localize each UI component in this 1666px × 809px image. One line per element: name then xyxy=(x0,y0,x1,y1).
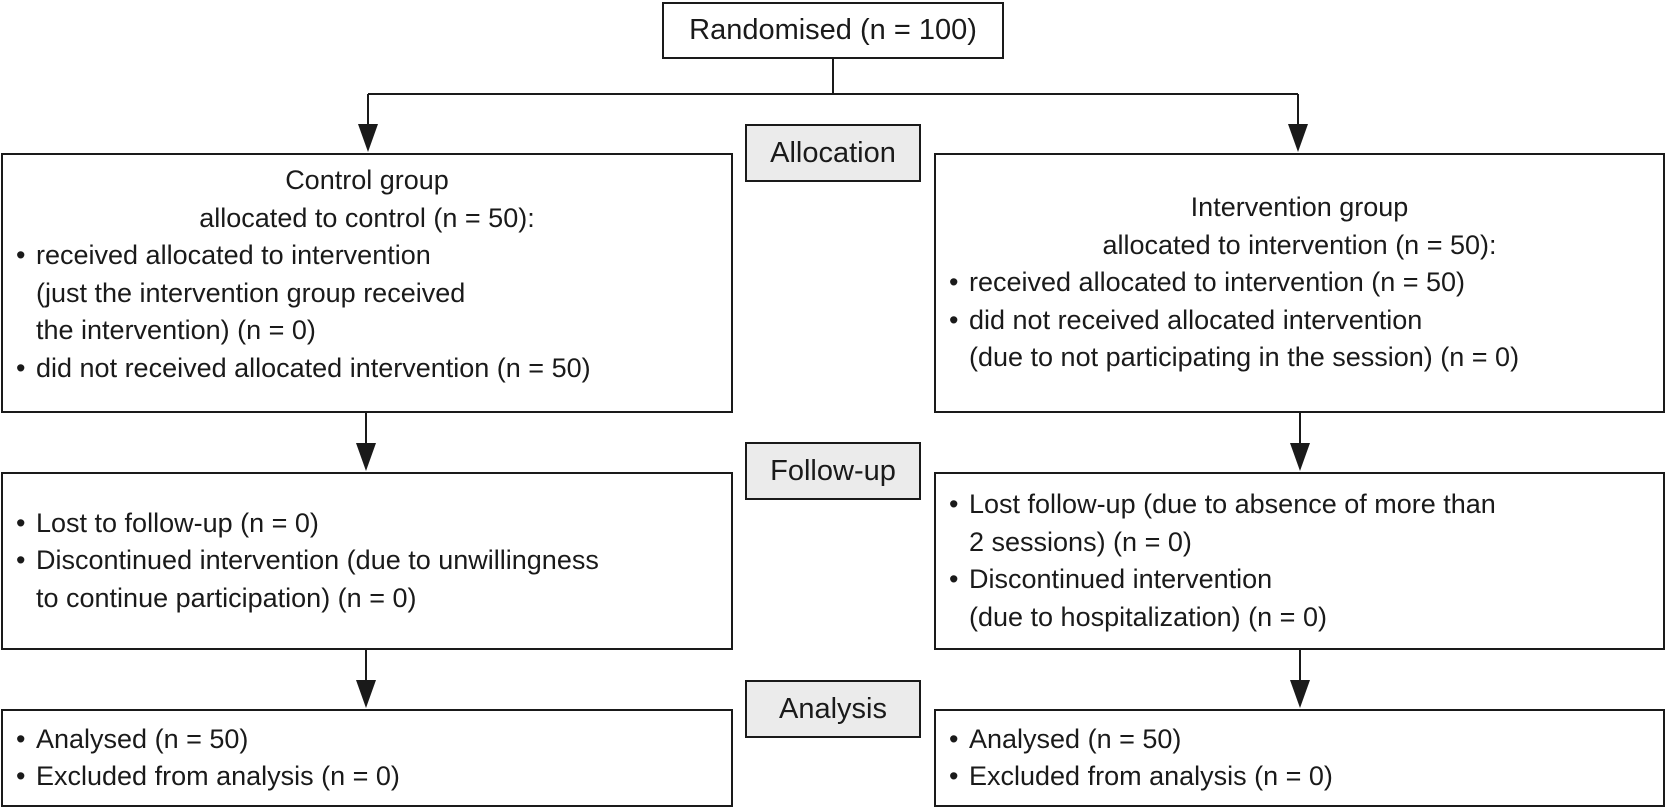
randomised-label: Randomised (n = 100) xyxy=(689,13,977,46)
control-allocation-list: received allocated to intervention (just… xyxy=(3,237,731,387)
list-item: Discontinued intervention (due to hospit… xyxy=(936,561,1663,636)
list-item: Analysed (n = 50) xyxy=(3,721,731,759)
control-group-subtitle: allocated to control (n = 50): xyxy=(199,202,535,233)
stage-allocation-label: Allocation xyxy=(770,136,896,169)
list-item: Excluded from analysis (n = 0) xyxy=(3,758,731,796)
intervention-follow-up-box: Lost follow-up (due to absence of more t… xyxy=(934,472,1665,650)
intervention-analysis-box: Analysed (n = 50) Excluded from analysis… xyxy=(934,709,1665,807)
list-item: Analysed (n = 50) xyxy=(936,721,1663,759)
control-analysis-box: Analysed (n = 50) Excluded from analysis… xyxy=(1,709,733,807)
stage-follow-up-label: Follow-up xyxy=(770,454,896,487)
control-group-title: Control group xyxy=(285,165,449,195)
stage-analysis: Analysis xyxy=(745,680,921,738)
list-item: received allocated to intervention (n = … xyxy=(936,264,1663,302)
list-item: Excluded from analysis (n = 0) xyxy=(936,758,1663,796)
control-analysis-list: Analysed (n = 50) Excluded from analysis… xyxy=(3,721,731,796)
control-follow-up-list: Lost to follow-up (n = 0) Discontinued i… xyxy=(3,505,731,618)
intervention-group-title: Intervention group xyxy=(1190,192,1409,223)
list-item: Lost follow-up (due to absence of more t… xyxy=(936,486,1663,561)
arrowhead xyxy=(1288,124,1308,152)
arrowhead xyxy=(356,443,376,471)
stage-analysis-label: Analysis xyxy=(779,692,887,725)
stage-allocation: Allocation xyxy=(745,124,921,182)
arrowhead xyxy=(356,680,376,708)
list-item: did not received allocated intervention … xyxy=(936,302,1663,377)
stage-follow-up: Follow-up xyxy=(745,442,921,500)
randomised-box: Randomised (n = 100) xyxy=(662,2,1004,59)
intervention-analysis-list: Analysed (n = 50) Excluded from analysis… xyxy=(936,721,1663,796)
list-item: Lost to follow-up (n = 0) xyxy=(3,505,731,543)
arrowhead xyxy=(1290,443,1310,471)
control-allocation-box: Control group allocated to control (n = … xyxy=(1,153,733,413)
intervention-follow-up-list: Lost follow-up (due to absence of more t… xyxy=(936,486,1663,636)
intervention-allocation-list: received allocated to intervention (n = … xyxy=(936,264,1663,377)
control-follow-up-box: Lost to follow-up (n = 0) Discontinued i… xyxy=(1,472,733,650)
intervention-allocation-box: Intervention group allocated to interven… xyxy=(934,153,1665,413)
list-item: did not received allocated intervention … xyxy=(3,350,731,388)
list-item: Discontinued intervention (due to unwill… xyxy=(3,542,731,617)
arrowhead xyxy=(358,124,378,152)
intervention-group-subtitle: allocated to intervention (n = 50): xyxy=(1102,229,1497,260)
list-item: received allocated to intervention (just… xyxy=(3,237,731,350)
arrowhead xyxy=(1290,680,1310,708)
